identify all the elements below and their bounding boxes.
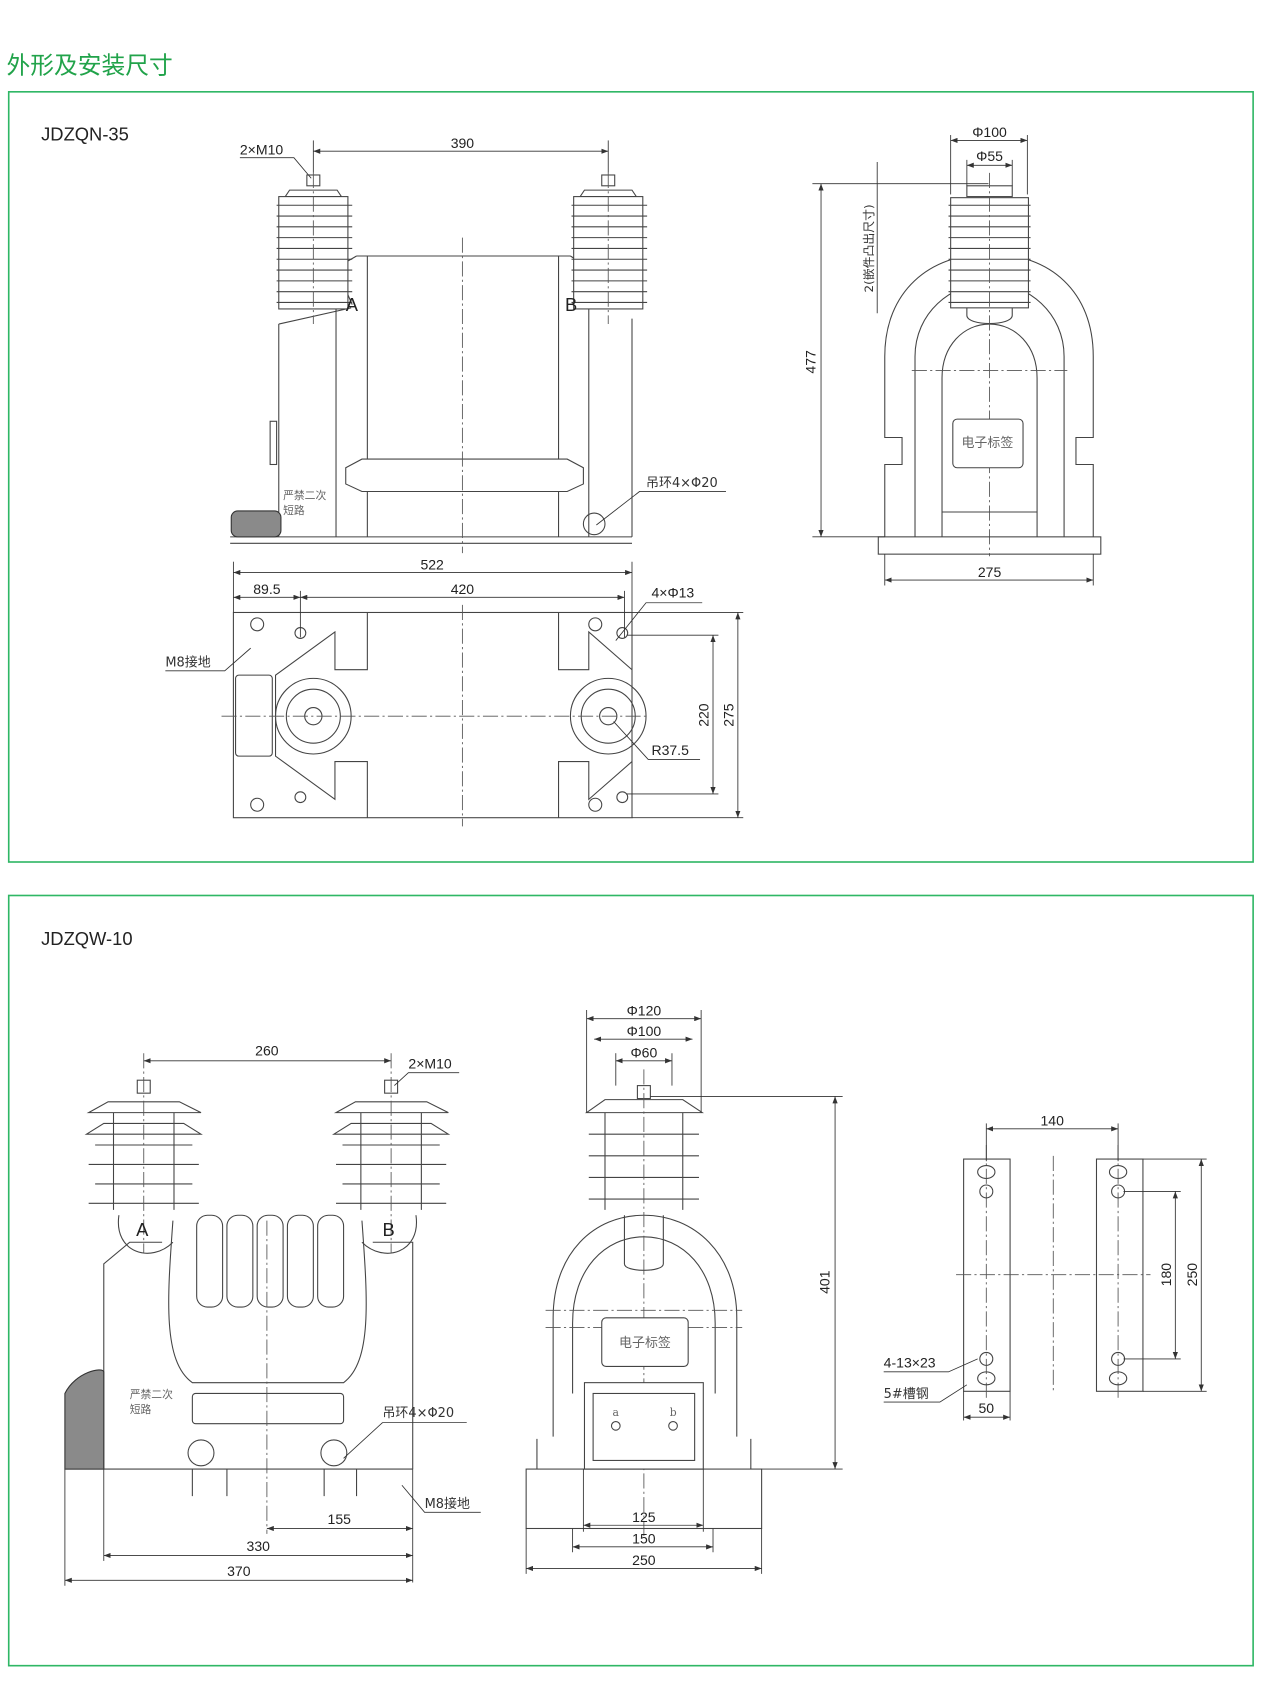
dim-390: 390 <box>451 135 475 151</box>
dim-89-5: 89.5 <box>253 581 281 597</box>
dim-phi100: Φ100 <box>627 1023 662 1039</box>
electronic-label-text: 电子标签 <box>961 435 1013 451</box>
dim-477: 477 <box>803 350 819 374</box>
dim-275-side: 275 <box>978 564 1002 580</box>
mounting-hole-icons <box>250 617 629 812</box>
insulator-b <box>331 1053 451 1254</box>
lifting-ring-icon <box>187 1439 215 1467</box>
top-view-jdzqn35: 522 89.5 420 4×Φ13 M8接地 R37.5 220 275 <box>165 556 744 827</box>
holes-label: 4×Φ13 <box>651 584 694 600</box>
warning-text-1: 严禁二次 <box>130 1387 173 1401</box>
dim-420: 420 <box>451 581 475 597</box>
dim-401: 401 <box>817 1270 833 1294</box>
lifting-ring-label: 吊环4×Φ20 <box>646 476 718 491</box>
dim-260: 260 <box>255 1042 279 1058</box>
warning-text-2: 短路 <box>130 1402 152 1416</box>
model-label: JDZQN-35 <box>41 123 129 144</box>
page-title: 外形及安装尺寸 <box>7 51 173 79</box>
dim-522: 522 <box>420 556 444 572</box>
radius-label: R37.5 <box>651 742 689 758</box>
dim-220: 220 <box>696 703 712 727</box>
dim-phi120: Φ120 <box>627 1002 662 1018</box>
terminal-a-label: a <box>613 1406 620 1419</box>
secondary-terminal-box <box>230 510 282 538</box>
terminal-b-label: B <box>565 294 577 315</box>
mounting-channel-view: 140 180 250 4-13×23 5#槽钢 50 <box>884 1113 1207 1421</box>
terminal-b-label: b <box>670 1406 677 1419</box>
dim-275-top: 275 <box>721 703 737 727</box>
terminal-b-label: B <box>382 1219 394 1240</box>
dim-250-mount: 250 <box>1184 1263 1200 1287</box>
electronic-label-box <box>601 1317 689 1367</box>
channel-steel-left <box>963 1158 1011 1392</box>
slot-hole-icons <box>977 1164 1128 1386</box>
channel-label: 5#槽钢 <box>884 1387 929 1402</box>
warning-text-1: 严禁二次 <box>283 488 326 502</box>
section-frame-jdzqw10 <box>7 894 1254 1667</box>
dim-phi60: Φ60 <box>630 1045 657 1061</box>
section-frame-jdzqn35 <box>7 91 1254 863</box>
channel-steel-right <box>1095 1158 1144 1392</box>
electronic-label-text: 电子标签 <box>619 1335 671 1351</box>
insulator-a <box>84 1053 203 1254</box>
terminal-a-label: A <box>346 294 359 315</box>
lifting-ring-icon <box>582 512 606 536</box>
dim-180: 180 <box>1158 1263 1174 1287</box>
dim-phi55: Φ55 <box>976 148 1003 164</box>
side-view-jdzqw10: 电子标签 a b Φ120 Φ100 Φ60 401 125 150 250 <box>525 1002 843 1574</box>
dim-125: 125 <box>632 1509 656 1525</box>
front-view-jdzqn35: 390 2×M10 A B 严禁二次 短路 吊环4×Φ20 <box>230 135 726 554</box>
dim-50: 50 <box>979 1400 995 1416</box>
protrusion-label: 2(嵌件凸出尺寸) <box>862 204 876 292</box>
ground-label: M8接地 <box>165 654 210 670</box>
dim-370: 370 <box>227 1563 251 1579</box>
slots-label: 4-13×23 <box>884 1355 936 1371</box>
warning-text-2: 短路 <box>283 503 305 517</box>
dim-250: 250 <box>632 1552 656 1568</box>
terminal-box <box>583 1382 704 1470</box>
lifting-ring-label: 吊环4×Φ20 <box>382 1406 454 1421</box>
dim-150: 150 <box>632 1531 656 1547</box>
front-view-jdzqw10: 260 2×M10 A B 严禁二次 短路 吊环4×Φ20 M8接地 155 3… <box>64 1042 481 1586</box>
secondary-terminal-box <box>64 1369 105 1470</box>
bolt-label: 2×M10 <box>408 1055 451 1071</box>
coil-fins <box>196 1214 345 1308</box>
dim-phi100: Φ100 <box>972 124 1007 140</box>
insulator-a <box>276 172 353 325</box>
side-view-jdzqn35: 电子标签 Φ100 Φ55 477 2(嵌件凸出尺寸) 275 <box>803 124 1102 586</box>
insulator-b <box>571 172 648 325</box>
dim-155: 155 <box>328 1511 352 1527</box>
bolt-label: 2×M10 <box>240 141 283 157</box>
ground-label: M8接地 <box>425 1496 470 1512</box>
terminal-a-label: A <box>136 1219 149 1240</box>
lifting-ring-icon <box>320 1439 348 1467</box>
electronic-label-box <box>952 418 1024 469</box>
dim-140: 140 <box>1040 1113 1064 1129</box>
dim-330: 330 <box>247 1538 271 1554</box>
model-label: JDZQW-10 <box>41 928 132 949</box>
